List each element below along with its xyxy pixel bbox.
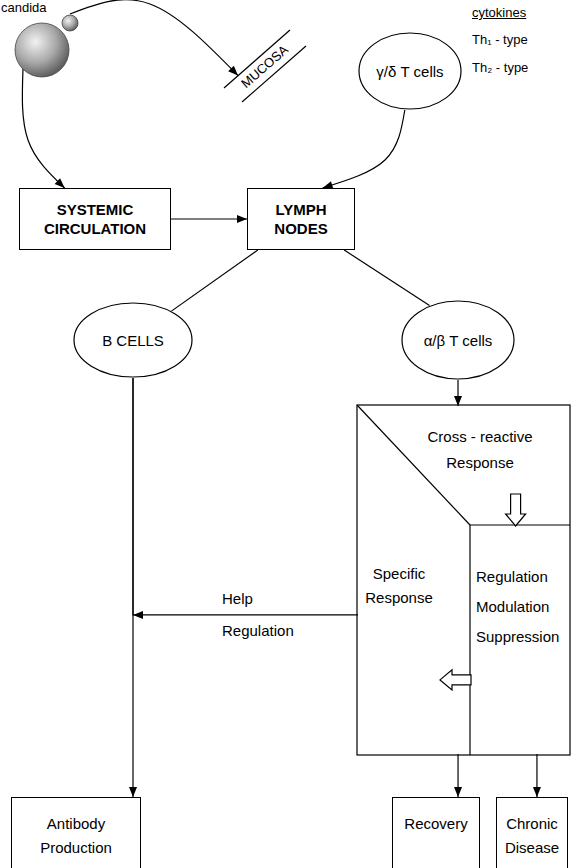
arrowhead: [129, 787, 137, 797]
node-text: Regulation Modulation Suppression: [476, 562, 564, 652]
arrowhead: [133, 611, 143, 619]
arrowhead: [533, 787, 541, 797]
connector-arrow: [454, 754, 462, 797]
connector-arrow: [171, 215, 247, 223]
mucosa-band: MUCOSA: [222, 26, 308, 106]
cytokine-type: Th₂ - type: [472, 60, 528, 75]
hollow-arrow: [506, 494, 526, 526]
node-text: LYMPH NODES: [265, 200, 337, 238]
node-text: candida: [1, 0, 47, 15]
arrowhead: [454, 396, 462, 406]
node-text: Recovery: [404, 812, 467, 836]
yeast-cell: [15, 23, 69, 77]
connector-arrow: [344, 250, 429, 306]
node-text: SYSTEMIC CIRCULATION: [26, 200, 164, 238]
response-region: Specific Response: [358, 540, 440, 754]
response-region: Cross - reactive Response: [391, 406, 569, 494]
node-text: α/β T cells: [424, 331, 493, 350]
hollow-arrow-shape: [506, 494, 526, 526]
yeast-bud: [62, 15, 78, 31]
cell-ellipse: B CELLS: [73, 302, 193, 378]
arrowhead: [237, 215, 247, 223]
process-box: SYSTEMIC CIRCULATION: [19, 188, 171, 250]
connector-line: [323, 110, 405, 188]
node-text: Chronic Disease: [501, 812, 563, 860]
divider-line: [470, 524, 570, 525]
connector-arrow: [133, 378, 358, 619]
connector-arrow: [171, 250, 257, 311]
arrowhead: [55, 178, 65, 188]
hollow-arrow: [440, 670, 471, 690]
cell-ellipse: α/β T cells: [401, 300, 515, 380]
connector-arrow: [533, 754, 541, 797]
connector-line: [171, 218, 247, 219]
node-text: B CELLS: [102, 331, 164, 350]
cytokine-type: Th₁ - type: [472, 32, 528, 47]
cell-ellipse: γ/δ T cells: [358, 32, 462, 110]
response-region: Regulation Modulation Suppression: [471, 526, 569, 754]
connector-line: [70, 0, 238, 76]
node-text: Cross - reactive Response: [415, 424, 545, 476]
connector-arrow: [323, 110, 405, 189]
connector-arrow: [454, 380, 462, 406]
node-text: Antibody Production: [18, 812, 134, 860]
cytokine-heading: cytokines: [472, 5, 526, 20]
connector-line: [171, 250, 257, 311]
node-text: γ/δ T cells: [376, 62, 443, 81]
outcome-box: Chronic Disease: [496, 797, 568, 868]
connector-line: [133, 378, 358, 615]
connector-line: [22, 69, 64, 188]
connector-line: [344, 250, 429, 306]
response-box: [357, 405, 570, 755]
process-box: LYMPH NODES: [247, 188, 355, 250]
edge-label: Help Regulation: [222, 583, 314, 647]
arrowhead: [228, 66, 238, 76]
outcome-box: Recovery: [392, 797, 480, 868]
connector-arrow: [22, 69, 64, 188]
node-text: Specific Response: [360, 562, 438, 610]
outcome-box: Antibody Production: [11, 797, 141, 868]
divider-line: [469, 525, 470, 755]
candida-cell: candida: [0, 0, 100, 82]
hollow-arrow-shape: [440, 670, 471, 690]
arrowhead: [454, 787, 462, 797]
connector-arrow: [70, 0, 238, 76]
